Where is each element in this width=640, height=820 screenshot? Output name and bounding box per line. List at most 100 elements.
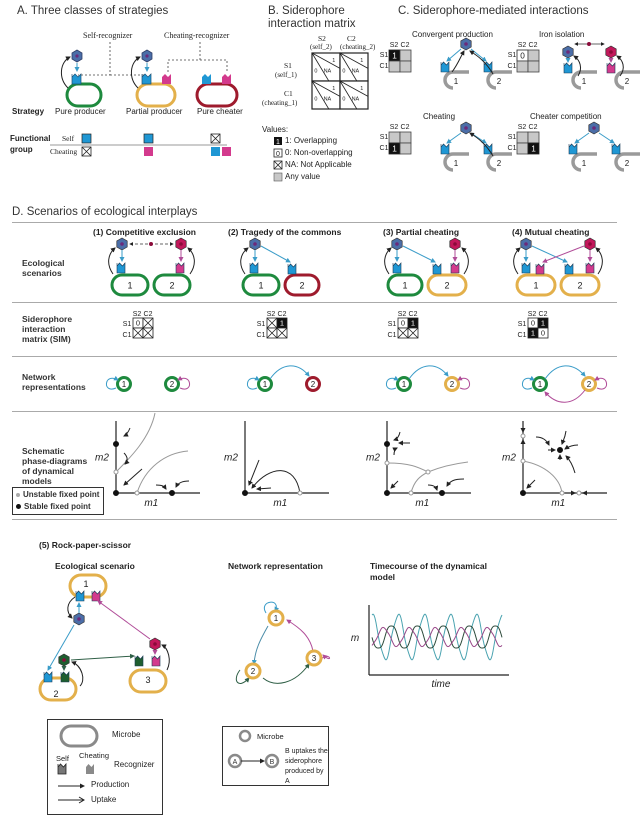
functional-group-label-1: Functional xyxy=(10,134,51,143)
flow-arrow xyxy=(123,468,143,486)
recognizer-icon xyxy=(116,262,126,274)
y-axis-label: m2 xyxy=(224,453,238,464)
self-loop-arrow xyxy=(594,375,607,390)
network-node: 1 xyxy=(116,376,132,392)
legend-left-uptake: Uptake xyxy=(91,795,117,804)
uptake-arrow xyxy=(446,48,462,62)
edge-1-2 xyxy=(251,625,269,665)
network-node: 1 xyxy=(257,376,273,392)
microbe-arc xyxy=(486,70,512,90)
cell-value: 1 xyxy=(531,144,536,153)
microbe-1: 1 xyxy=(386,273,424,297)
unstable-fixed-point xyxy=(113,469,119,475)
sim-matrix: 0 xyxy=(516,49,540,73)
production-arrow xyxy=(384,247,392,275)
svg-text:B: B xyxy=(270,759,275,766)
y-axis-label: m2 xyxy=(366,453,380,464)
legend-na-swatch xyxy=(273,160,283,170)
col-header: S2 xyxy=(518,42,527,49)
node-label: 2 xyxy=(625,159,630,168)
row-header: C1 xyxy=(380,145,389,152)
uptake-arrow xyxy=(47,624,75,671)
row-header: S1 xyxy=(388,321,397,328)
rps-network-title: Network representation xyxy=(228,561,323,571)
cheating-recognizer-label: Cheating-recognizer xyxy=(164,31,230,40)
stable-fixed-point xyxy=(439,490,445,496)
pure-cheater-microbe xyxy=(195,74,239,108)
self-present-icon xyxy=(211,147,220,156)
microbe-2: 2 xyxy=(426,273,468,297)
legend-overlapping: 1: Overlapping xyxy=(285,136,338,145)
node-label: 2 xyxy=(251,667,256,676)
self-loop-arrow xyxy=(386,375,399,390)
legend-na: NA: Not Applicable xyxy=(285,160,352,169)
node-label: 2 xyxy=(311,380,316,389)
flow-arrow xyxy=(392,447,398,456)
flow-arrow xyxy=(526,479,536,489)
col-header: C2 xyxy=(401,42,410,49)
recognizer-icon xyxy=(568,143,578,155)
row-header: C1 xyxy=(123,332,132,339)
legend-any-swatch xyxy=(273,172,283,182)
row-header: C1 xyxy=(508,63,517,70)
unstable-fixed-point xyxy=(408,490,414,496)
recognizer-icon xyxy=(151,655,161,667)
self-recognizer-label: Self-recognizer xyxy=(83,31,133,40)
strategy-partial-producer: Partial producer xyxy=(126,107,183,116)
cell-value: 1 xyxy=(392,51,397,60)
cell-divider xyxy=(339,80,369,110)
sim-matrix: 1 xyxy=(516,131,540,155)
rps-timecourse-title-1: Timecourse of the dynamical xyxy=(370,561,487,571)
rps-ecological-title: Ecological scenario xyxy=(55,561,135,571)
microbe-2: 2 xyxy=(283,273,321,297)
x-axis-label: m1 xyxy=(144,498,158,509)
unstable-fixed-point xyxy=(384,460,390,466)
legend-left-microbe: Microbe xyxy=(112,730,141,739)
microbe-node-icon xyxy=(238,729,252,743)
col-header: S2 xyxy=(390,124,399,131)
recognizer-icon xyxy=(440,61,450,73)
series-3 xyxy=(371,626,503,648)
flow-arrow xyxy=(560,430,567,445)
node-label: 3 xyxy=(312,654,317,663)
separatrix xyxy=(136,450,189,494)
uptake-arrow xyxy=(531,245,568,263)
values-label: Values: xyxy=(262,125,289,134)
pure-producer-microbe xyxy=(61,49,103,108)
panel-a-title: A. Three classes of strategies xyxy=(17,5,169,17)
legend-non-overlapping: 0: Non-overlapping xyxy=(285,148,353,157)
col-header: S2 xyxy=(518,124,527,131)
production-arrow xyxy=(71,661,84,687)
matrix-cell xyxy=(276,327,288,339)
cheating-label: Cheating xyxy=(50,147,78,156)
cell-value: 1 xyxy=(392,144,397,153)
self-label: Self xyxy=(62,134,75,143)
panel-b-title-2: interaction matrix xyxy=(268,18,356,30)
sim-matrix: 0 xyxy=(132,317,154,339)
self-loop-1 xyxy=(263,601,280,614)
network-node: 3 xyxy=(305,649,323,667)
flow-arrow xyxy=(155,484,167,490)
x-axis-label: m1 xyxy=(551,498,565,509)
isolation-dot xyxy=(149,242,153,246)
cheating-present-icon xyxy=(222,147,231,156)
separatrix xyxy=(386,462,429,473)
panel-c-title: C. Siderophore-mediated interactions xyxy=(398,5,589,17)
cell-value: 0 xyxy=(136,319,140,328)
uptake-edge xyxy=(544,365,586,380)
cell-value: 1 xyxy=(411,319,415,328)
microbe-arc xyxy=(614,70,640,90)
